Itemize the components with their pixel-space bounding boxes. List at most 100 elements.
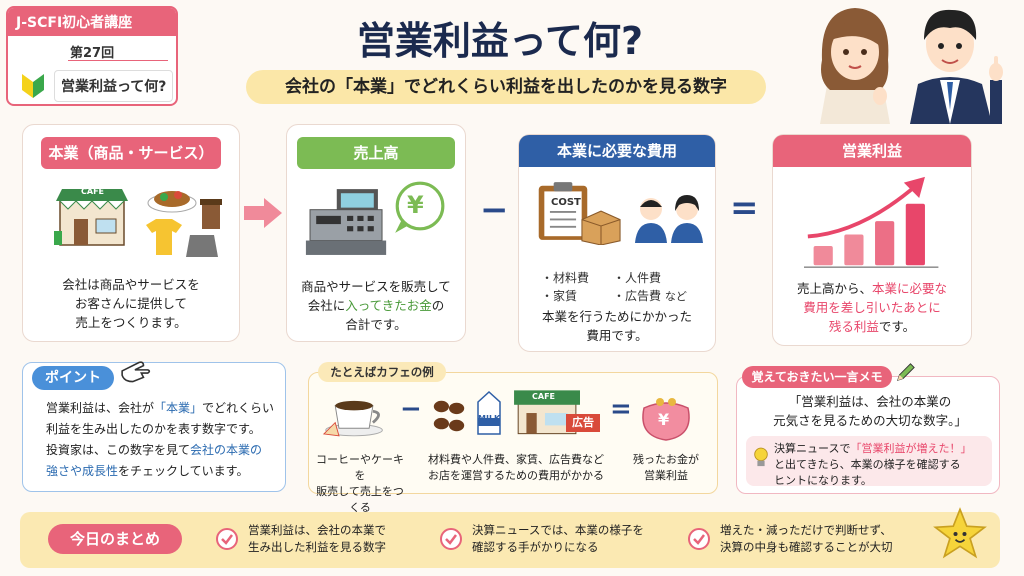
- card-profit-highlight1: 本業に必要な: [872, 281, 948, 296]
- card-costs: 本業に必要な費用 COST ・材料費・人件費 ・家賃・広告費 など 本業を行うた…: [518, 134, 716, 352]
- beginner-leaf-icon: [22, 74, 44, 98]
- memo-note-line1: 決算ニュースで「営業利益が増えた！」: [774, 441, 988, 457]
- summary-bar: [20, 512, 1000, 568]
- cafe-caption-profit-line1: 残ったお金が: [633, 453, 699, 466]
- coin-purse-yen: ¥: [658, 410, 670, 429]
- cafe-caption-profit-line2: 営業利益: [644, 469, 688, 482]
- memo-note-line2: と出てきたら、本業の様子を確認する: [774, 458, 961, 471]
- page-title: 営業利益って何?: [356, 19, 644, 63]
- episode-number: 第27回: [70, 46, 115, 61]
- milk-carton-icon: [477, 390, 501, 435]
- cost-clipboard-icon: [538, 182, 588, 240]
- check-icon: [688, 528, 710, 550]
- cafe-store-sign: CAFE: [532, 392, 555, 401]
- card-business-text: 会社は商品やサービスを お客さんに提供して 売上をつくります。: [33, 275, 229, 332]
- summary-item-1: 営業利益は、会社の本業で 生み出した利益を見る数字: [248, 522, 428, 556]
- workers-icon: [635, 195, 703, 243]
- box-icon: [581, 210, 621, 245]
- yen-bubble-icon: [395, 181, 445, 233]
- lightbulb-icon: [754, 447, 768, 467]
- point-line3-pre: 投資家は、この数字を見て: [46, 443, 191, 457]
- card-profit-highlight2: 費用を差し引いたあとに: [803, 300, 941, 315]
- card-sales-heading: 売上高: [297, 137, 455, 169]
- memo-note-pre: 決算ニュースで: [774, 442, 851, 455]
- card-business-line3: 売上をつくります。: [75, 315, 187, 330]
- cost-item-labor: ・人件費: [613, 271, 662, 285]
- card-sales: 売上高 ¥ 商品やサービスを販売して 会社に入ってきたお金の 合計です。: [286, 124, 466, 342]
- cafe-caption-sales-line2: 販売して売上をつくる: [316, 485, 404, 514]
- card-profit-heading: 営業利益: [773, 135, 971, 167]
- coffee-beans-icon: [433, 400, 465, 432]
- card-sales-line2-pre: 会社に: [307, 298, 346, 313]
- memo-note-highlight: 「営業利益が増えた！」: [850, 442, 972, 455]
- memo-line1: 「営業利益は、会社の本業の: [788, 394, 952, 409]
- point-line4: 強さや成長性をチェックしています。: [46, 461, 276, 482]
- point-text: 営業利益は、会社が「本業」でどれくらい 利益を生み出したのかを表す数字です。 投…: [46, 398, 276, 482]
- cafe-caption-costs-line1: 材料費や人件費、家賃、広告費など: [428, 453, 604, 466]
- card-sales-line2: 会社に入ってきたお金の: [297, 296, 455, 315]
- memo-note-line3: ヒントになります。: [774, 474, 872, 487]
- card-profit-line1: 売上高から、本業に必要な: [783, 279, 961, 298]
- memo-line2: 元気さを見るための大切な数字。」: [773, 413, 967, 428]
- card-costs-text: 本業を行うためにかかった 費用です。: [529, 307, 705, 345]
- arrow-right-icon: [244, 198, 282, 228]
- presenters-illustration: [820, 8, 1003, 124]
- cafe-caption-costs: 材料費や人件費、家賃、広告費など お店を運営するための費用がかかる: [416, 452, 616, 484]
- card-business-line1: 会社は商品やサービスを: [62, 277, 200, 292]
- ad-sign: 広告: [566, 414, 600, 432]
- equals-operator: =: [730, 188, 759, 228]
- summary-item-3-line2: 決算の中身も確認することが大切: [720, 540, 893, 554]
- cost-items: ・材料費・人件費 ・家賃・広告費 など: [541, 269, 711, 306]
- point-line1-pre: 営業利益は、会社が: [46, 401, 155, 415]
- card-profit: 営業利益 売上高から、本業に必要な 費用を差し引いたあとに 残る利益です。: [772, 134, 972, 346]
- card-profit-text: 売上高から、本業に必要な 費用を差し引いたあとに 残る利益です。: [783, 279, 961, 336]
- food-goods-icon: [146, 191, 222, 257]
- card-profit-line3: 残る利益です。: [783, 317, 961, 336]
- point-tag: ポイント: [32, 366, 114, 390]
- cash-register-icon: [305, 189, 387, 255]
- summary-tag: 今日のまとめ: [48, 524, 182, 554]
- cost-items-suffix: など: [664, 290, 687, 303]
- summary-item-2-line1: 決算ニュースでは、本業の様子を: [472, 523, 644, 537]
- point-line4-post: をチェックしています。: [118, 464, 249, 478]
- cafe-minus-operator: −: [400, 394, 422, 424]
- cafe-sign-text: CAFE: [81, 187, 104, 196]
- card-sales-line2-post: の: [431, 298, 445, 313]
- memo-note: [746, 436, 992, 486]
- card-sales-line3: 合計です。: [345, 317, 407, 332]
- milk-label: MILK: [478, 414, 501, 423]
- episode-topic: 営業利益って何?: [54, 70, 174, 102]
- page-subtitle: 会社の「本業」でどれくらい利益を出したのかを見る数字: [246, 70, 766, 104]
- point-line1-post: でどれくらい: [202, 401, 275, 415]
- cafe-example-tag: たとえばカフェの例: [318, 362, 446, 382]
- card-sales-highlight: 入ってきたお金: [345, 298, 432, 313]
- memo-note-text: 決算ニュースで「営業利益が増えた！」 と出てきたら、本業の様子を確認する ヒント…: [774, 441, 988, 489]
- cost-item-rent: ・家賃: [541, 289, 578, 303]
- card-business: 本業（商品・サービス） CAFE 会社は商品やサービスを お客さんに提供して 売…: [22, 124, 240, 342]
- summary-item-3-line1: 増えた・減っただけで判断せず、: [720, 523, 892, 537]
- cafe-caption-sales: コーヒーやケーキを 販売して売上をつくる: [312, 452, 408, 516]
- memo-text: 「営業利益は、会社の本業の 元気さを見るための大切な数字。」: [748, 392, 992, 430]
- pointing-hand-icon: [121, 361, 151, 383]
- minus-operator: −: [480, 190, 509, 230]
- card-costs-line2: 費用です。: [586, 328, 648, 343]
- card-profit-line3-post: です。: [878, 319, 916, 334]
- summary-item-2-line2: 確認する手がかりになる: [472, 540, 599, 554]
- point-line2: 利益を生み出したのかを表す数字です。: [46, 422, 261, 436]
- point-highlight3: 会社の本業の: [190, 443, 263, 457]
- point-line3: 投資家は、この数字を見て会社の本業の: [46, 440, 276, 461]
- check-icon: [440, 528, 462, 550]
- card-business-heading: 本業（商品・サービス）: [41, 137, 221, 169]
- course-series: J-SCFI初心者講座: [8, 8, 176, 36]
- point-highlight4: 強さや成長性: [46, 464, 119, 478]
- card-profit-highlight3: 残る利益: [828, 319, 879, 334]
- coffee-cake-icon: [322, 400, 383, 437]
- summary-item-3: 増えた・減っただけで判断せず、 決算の中身も確認することが大切: [720, 522, 930, 556]
- summary-item-2: 決算ニュースでは、本業の様子を 確認する手がかりになる: [472, 522, 672, 556]
- card-business-line2: お客さんに提供して: [74, 296, 188, 311]
- summary-item-1-line2: 生み出した利益を見る数字: [248, 540, 386, 554]
- smiling-star-icon: [933, 507, 987, 559]
- divider: [68, 60, 168, 61]
- card-profit-line1-pre: 売上高から、: [796, 281, 872, 296]
- card-sales-text: 商品やサービスを販売して 会社に入ってきたお金の 合計です。: [297, 277, 455, 334]
